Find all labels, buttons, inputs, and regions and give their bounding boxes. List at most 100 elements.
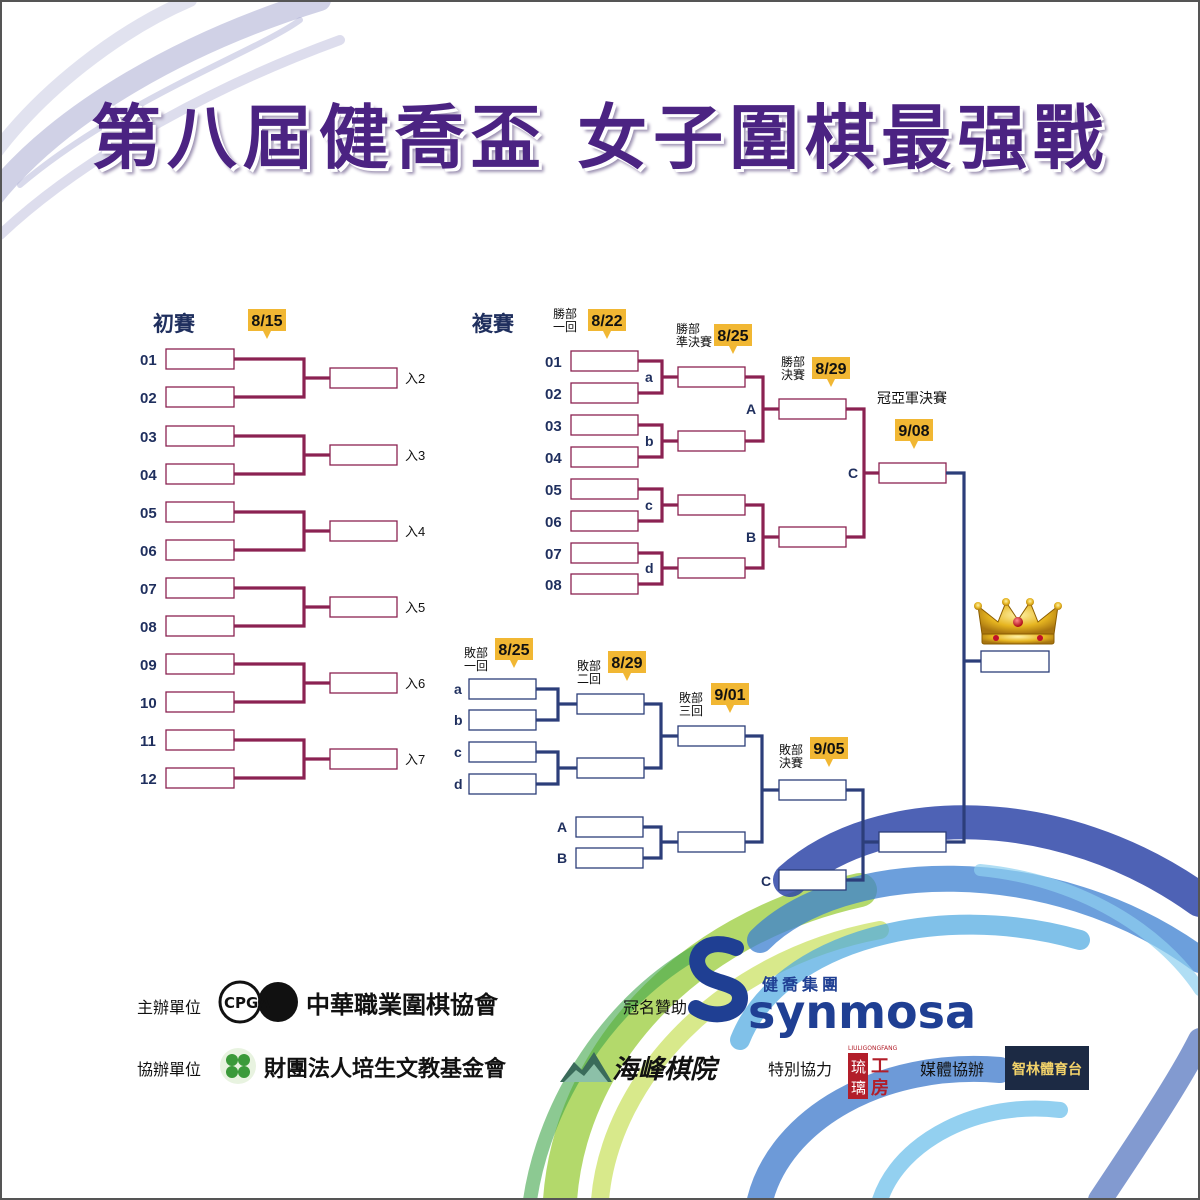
main-seed-04: 04: [545, 450, 562, 467]
media-logo-box: [1005, 1046, 1089, 1090]
cpga-logo-dot: [258, 982, 298, 1022]
losers-entry-letter-C: C: [761, 873, 771, 889]
prelim-date-tag-shape: [248, 309, 286, 339]
prelim-slot-03: [165, 425, 235, 447]
prelim-slot-09: [165, 653, 235, 675]
losers-r1-label-line-2: 一回: [464, 659, 488, 673]
prelim-seed-04: 04: [140, 467, 157, 484]
winners-final-connector: [846, 407, 879, 539]
winners-r1-connector-1: [638, 359, 678, 395]
main-seed-06: 06: [545, 514, 562, 531]
losers-entry-letter-a: a: [454, 681, 462, 697]
losers-r1-slot-d: [468, 773, 537, 795]
prelim-slot-10: [165, 691, 235, 713]
prelim-connector-3: [234, 510, 330, 552]
main-slot-04: [570, 446, 639, 468]
bottom-right-swirl: [523, 805, 1200, 1200]
organizer-name: 中華職業圍棋協會: [306, 991, 499, 1019]
prelim-seed-03: 03: [140, 429, 157, 446]
special-logo-top: LIULIGONGFANG: [848, 1045, 898, 1052]
prelim-stage-label: 初賽: [153, 312, 196, 336]
special-logo-char-1: 琉: [851, 1058, 866, 1076]
prelim-connector-1: [234, 357, 330, 399]
losers-r2-date-tag: 8/29: [611, 655, 642, 672]
winners-final-date-tag-shape: [812, 357, 850, 387]
prelim-slot-04: [165, 463, 235, 485]
grand-final-label: 冠亞軍決賽: [877, 390, 947, 406]
losers-entry-letter-A: A: [557, 819, 567, 835]
losers-r2-slot-1: [576, 693, 645, 715]
prelim-slot-01: [165, 348, 235, 370]
crown-icon: [974, 598, 1062, 645]
prelim-seed-11: 11: [140, 733, 156, 750]
winners-final-date-tag: 8/29: [815, 361, 846, 378]
title-sponsor-en: synmosa: [748, 985, 976, 1039]
main-seed-07: 07: [545, 546, 562, 563]
losers-entry-slot-A: [575, 816, 644, 838]
prelim-seed-06: 06: [140, 543, 157, 560]
grand-final-date-tag: 9/08: [898, 423, 929, 440]
prelim-slot-06: [165, 539, 235, 561]
organizer-label: 主辦單位: [137, 998, 201, 1017]
synmosa-s-icon: [688, 936, 749, 1023]
prelim-seed-01: 01: [140, 352, 157, 369]
main-seed-01: 01: [545, 354, 562, 371]
special-label: 特別協力: [768, 1060, 832, 1079]
winners-semi-slot-3: [677, 494, 746, 516]
losers-final-label-line-2: 決賽: [779, 755, 803, 770]
losers-entry-letter-b: b: [454, 712, 463, 728]
losers-r3-date-tag-shape: [711, 683, 749, 713]
prelim-advance-slot-3: [329, 520, 398, 542]
prelim-advance-label-3: 入4: [405, 524, 425, 539]
prelim-advance-label-5: 入6: [405, 676, 425, 691]
special-logo-char-4: 房: [871, 1077, 889, 1099]
prelim-seed-05: 05: [140, 505, 157, 522]
losers-r3-connector: [745, 734, 779, 844]
winners-semi-connector-A: [745, 375, 779, 443]
prelim-advance-slot-6: [329, 748, 398, 770]
winners-final-label-line-2: 決賽: [781, 367, 805, 382]
co-organizer-label: 協辦單位: [137, 1060, 201, 1079]
winners-semi-label-line-1: 勝部: [676, 321, 700, 336]
special-logo-char-3: 工: [871, 1056, 889, 1077]
main-slot-06: [570, 510, 639, 532]
winners-semi-slot-4: [677, 557, 746, 579]
main-slot-01: [570, 350, 639, 372]
mountain-icon: [560, 1052, 612, 1082]
grand-final-date-tag-shape: [895, 419, 933, 449]
winners-r1-label-line-1: 勝部: [553, 306, 577, 321]
winners-letter-b: b: [645, 433, 654, 449]
prelim-slot-08: [165, 615, 235, 637]
winners-semi-label-line-2: 準決賽: [676, 334, 712, 349]
prelim-seed-10: 10: [140, 695, 157, 712]
grand-final-bottom-slot: [878, 831, 947, 853]
top-left-swirl: [0, 0, 345, 240]
main-seed-03: 03: [545, 418, 562, 435]
prelim-date-tag: 8/15: [251, 313, 282, 330]
champion-slot: [980, 650, 1050, 673]
losers-final-label-line-1: 敗部: [779, 742, 803, 757]
prelim-slot-05: [165, 501, 235, 523]
winners-letter-d: d: [645, 560, 654, 576]
prelim-advance-label-1: 入2: [405, 371, 425, 386]
losers-final-slot-2: [778, 869, 847, 891]
main-slot-03: [570, 414, 639, 436]
cpga-logo-text: CPGA: [224, 994, 270, 1012]
prelim-connector-2: [234, 434, 330, 476]
prelim-connector-4: [234, 586, 330, 628]
special-logo-char-2: 璃: [851, 1079, 866, 1097]
winners-final-label-line-1: 勝部: [781, 354, 805, 369]
losers-final-date-tag: 9/05: [813, 741, 844, 758]
prelim-slot-07: [165, 577, 235, 599]
grand-final-top-slot: [878, 462, 947, 484]
losers-r3-slot-1: [677, 725, 746, 747]
prelim-slot-12: [165, 767, 235, 789]
main-slot-08: [570, 573, 639, 595]
main-seed-05: 05: [545, 482, 562, 499]
losers-final-date-tag-shape: [810, 737, 848, 767]
losers-r3-slot-2: [677, 831, 746, 853]
sponsor-section: 主辦單位 CPGA 中華職業圍棋協會 冠名贊助 健喬集團 synmosa 協辦單…: [137, 936, 1089, 1099]
winners-letter-B: B: [746, 529, 756, 545]
